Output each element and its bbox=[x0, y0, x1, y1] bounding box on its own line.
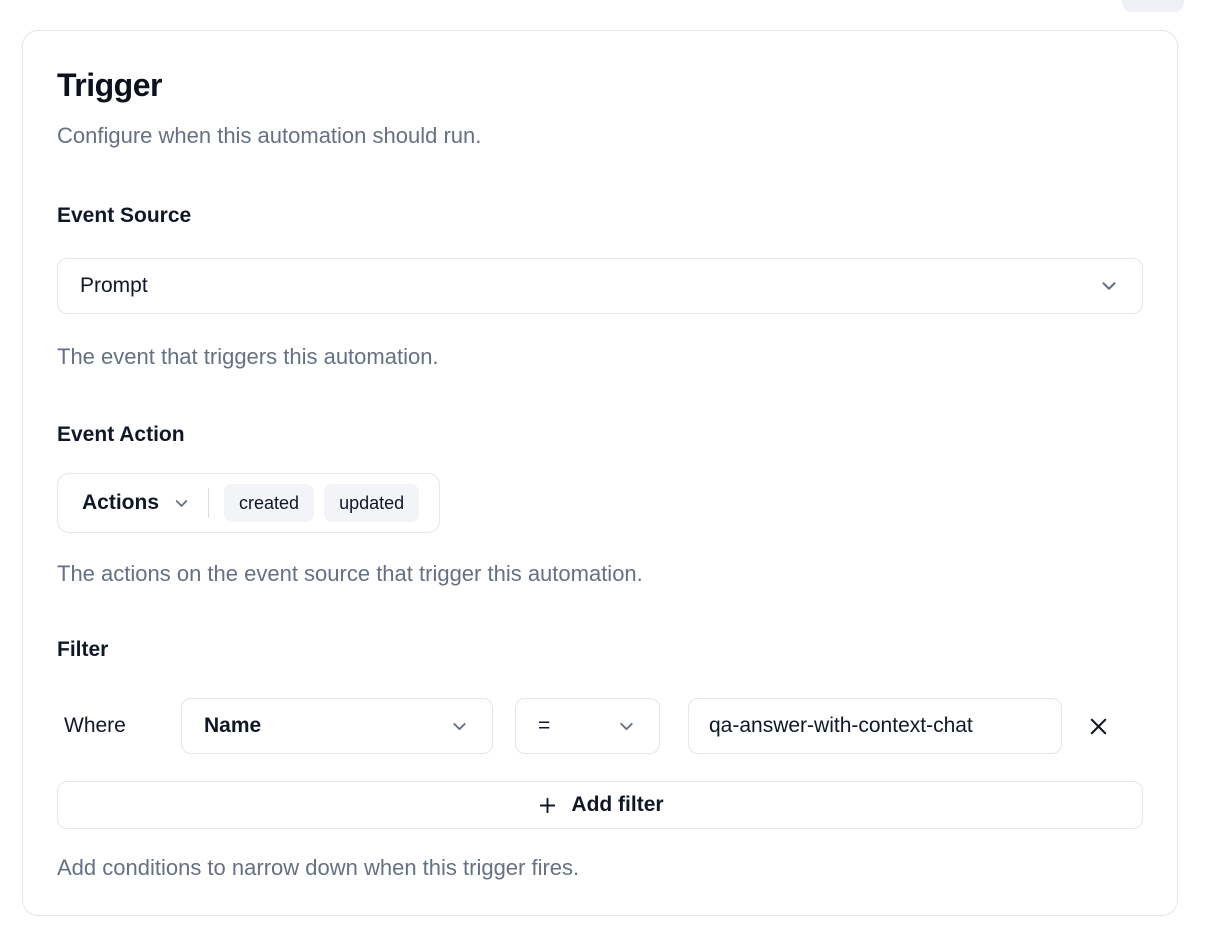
filter-value-input[interactable] bbox=[688, 698, 1062, 754]
action-chip-updated[interactable]: updated bbox=[324, 484, 420, 522]
page-title: Trigger bbox=[57, 67, 162, 103]
chevron-down-icon bbox=[1098, 275, 1120, 297]
event-source-helper: The event that triggers this automation. bbox=[57, 344, 439, 369]
event-action-select[interactable]: Actions created updated bbox=[57, 473, 441, 533]
filter-field-value: Name bbox=[204, 714, 262, 737]
action-chip-created[interactable]: created bbox=[224, 484, 315, 522]
plus-icon bbox=[536, 794, 559, 817]
chevron-down-icon bbox=[449, 716, 470, 737]
cutoff-top-right-element bbox=[1122, 0, 1184, 12]
divider bbox=[208, 488, 210, 518]
close-icon bbox=[1087, 715, 1110, 738]
filter-label: Filter bbox=[57, 638, 109, 661]
filter-field-select[interactable]: Name bbox=[181, 698, 493, 754]
chevron-down-icon bbox=[616, 716, 637, 737]
event-action-label: Event Action bbox=[57, 423, 185, 446]
remove-filter-button[interactable] bbox=[1078, 706, 1118, 746]
chevron-down-icon bbox=[172, 494, 191, 513]
trigger-config-card: Trigger Configure when this automation s… bbox=[22, 30, 1178, 916]
filter-where-label: Where bbox=[64, 714, 126, 737]
event-action-helper: The actions on the event source that tri… bbox=[57, 561, 643, 586]
filter-operator-value: = bbox=[538, 714, 551, 737]
event-source-label: Event Source bbox=[57, 204, 192, 227]
page-subtitle: Configure when this automation should ru… bbox=[57, 123, 482, 148]
filter-row: Where Name = bbox=[57, 698, 1143, 754]
filter-operator-select[interactable]: = bbox=[515, 698, 660, 754]
event-source-selected-value: Prompt bbox=[80, 274, 148, 297]
add-filter-button-label: Add filter bbox=[571, 793, 664, 816]
filter-helper: Add conditions to narrow down when this … bbox=[57, 855, 580, 880]
event-source-select[interactable]: Prompt bbox=[57, 258, 1143, 314]
add-filter-button[interactable]: Add filter bbox=[57, 781, 1143, 829]
actions-dropdown-label: Actions bbox=[82, 491, 160, 514]
